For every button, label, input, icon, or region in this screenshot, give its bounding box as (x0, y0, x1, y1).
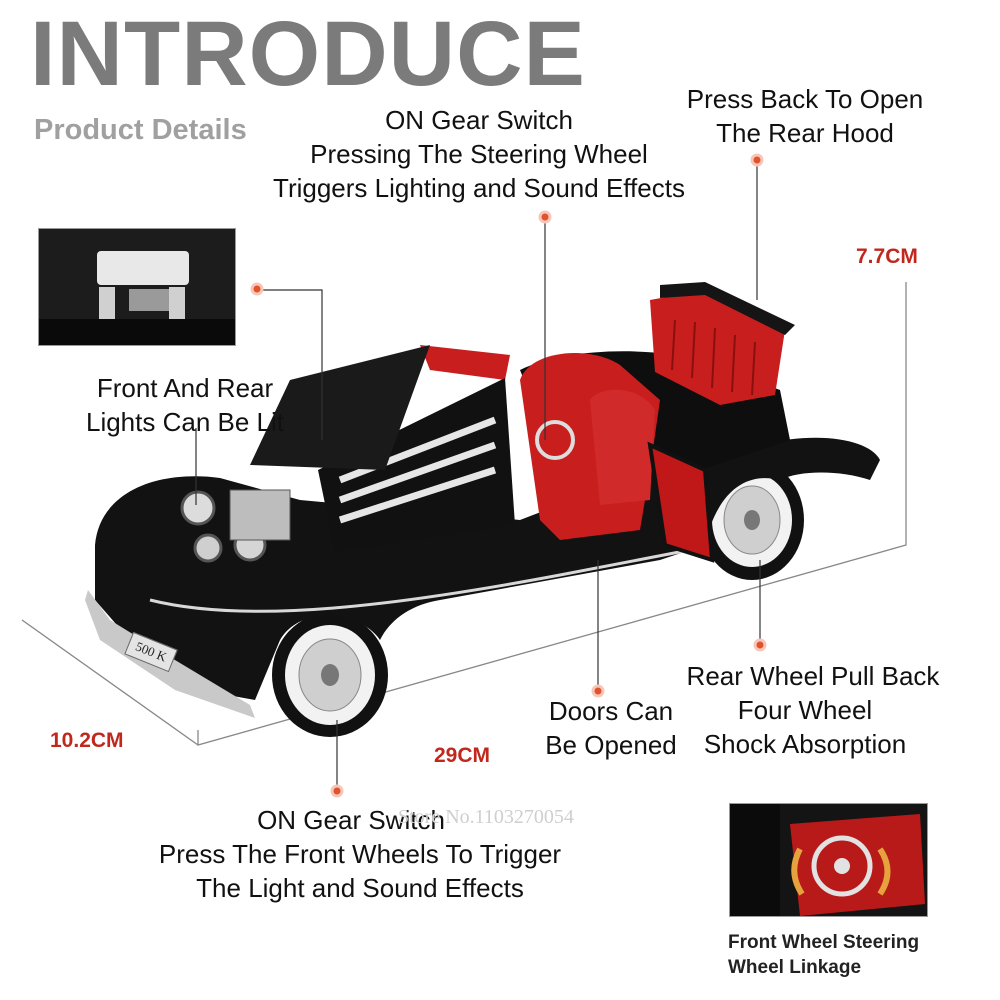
callout-line: Four Wheel (737, 695, 873, 725)
callout-line: Press The Front Wheels To Trigger (158, 839, 562, 869)
front-wheel (272, 613, 388, 737)
callout-line: ON Gear Switch (385, 105, 573, 135)
callout-line: Shock Absorption (703, 729, 907, 759)
steering-wheel (535, 420, 575, 460)
callout-steering-switch: ON Gear Switch Pressing The Steering Whe… (250, 103, 708, 205)
page-title: INTRODUCE (30, 3, 586, 105)
inset-caption: Front Wheel Steering Wheel Linkage (728, 930, 919, 980)
dimension-height: 7.7CM (856, 245, 918, 268)
callout-line: Pressing The Steering Wheel (310, 139, 648, 169)
callout-dots (250, 153, 767, 798)
callout-line: Be Opened (545, 730, 677, 760)
callout-line: Triggers Lighting and Sound Effects (273, 173, 685, 203)
engine-inset-image (38, 228, 236, 346)
callout-front-wheel-switch: ON Gear Switch Press The Front Wheels To… (130, 803, 590, 905)
callout-rear-hood: Press Back To Open The Rear Hood (665, 82, 945, 150)
callout-line: Press Back To Open (686, 84, 924, 114)
callout-line: Front And Rear (96, 373, 274, 403)
page-subtitle: Product Details (34, 114, 247, 146)
store-watermark: Store No.1103270054 (398, 806, 574, 828)
callout-line: Rear Wheel Pull Back (686, 661, 940, 691)
dimension-width: 10.2CM (50, 729, 124, 752)
dimension-length: 29CM (434, 744, 491, 767)
rear-hood-seat (650, 290, 785, 405)
caption-line: Wheel Linkage (728, 957, 862, 978)
rear-door-open (647, 441, 715, 563)
hood-panel-open (250, 345, 430, 470)
callout-lights: Front And Rear Lights Can Be Lit (60, 371, 310, 439)
callout-line: Lights Can Be Lit (85, 407, 284, 437)
wheel-linkage-inset-image (729, 803, 928, 917)
callout-line: ON Gear Switch (257, 805, 445, 835)
callout-line: The Light and Sound Effects (196, 873, 524, 903)
dimension-lines (21, 282, 907, 746)
caption-line: Front Wheel Steering (728, 932, 920, 953)
callout-line: Doors Can (548, 696, 674, 726)
callout-line: The Rear Hood (716, 118, 894, 148)
leader-lines (195, 162, 761, 790)
callout-doors: Doors Can Be Opened (530, 694, 692, 762)
callout-rear-wheel: Rear Wheel Pull Back Four Wheel Shock Ab… (668, 659, 958, 761)
headlights (180, 489, 291, 563)
